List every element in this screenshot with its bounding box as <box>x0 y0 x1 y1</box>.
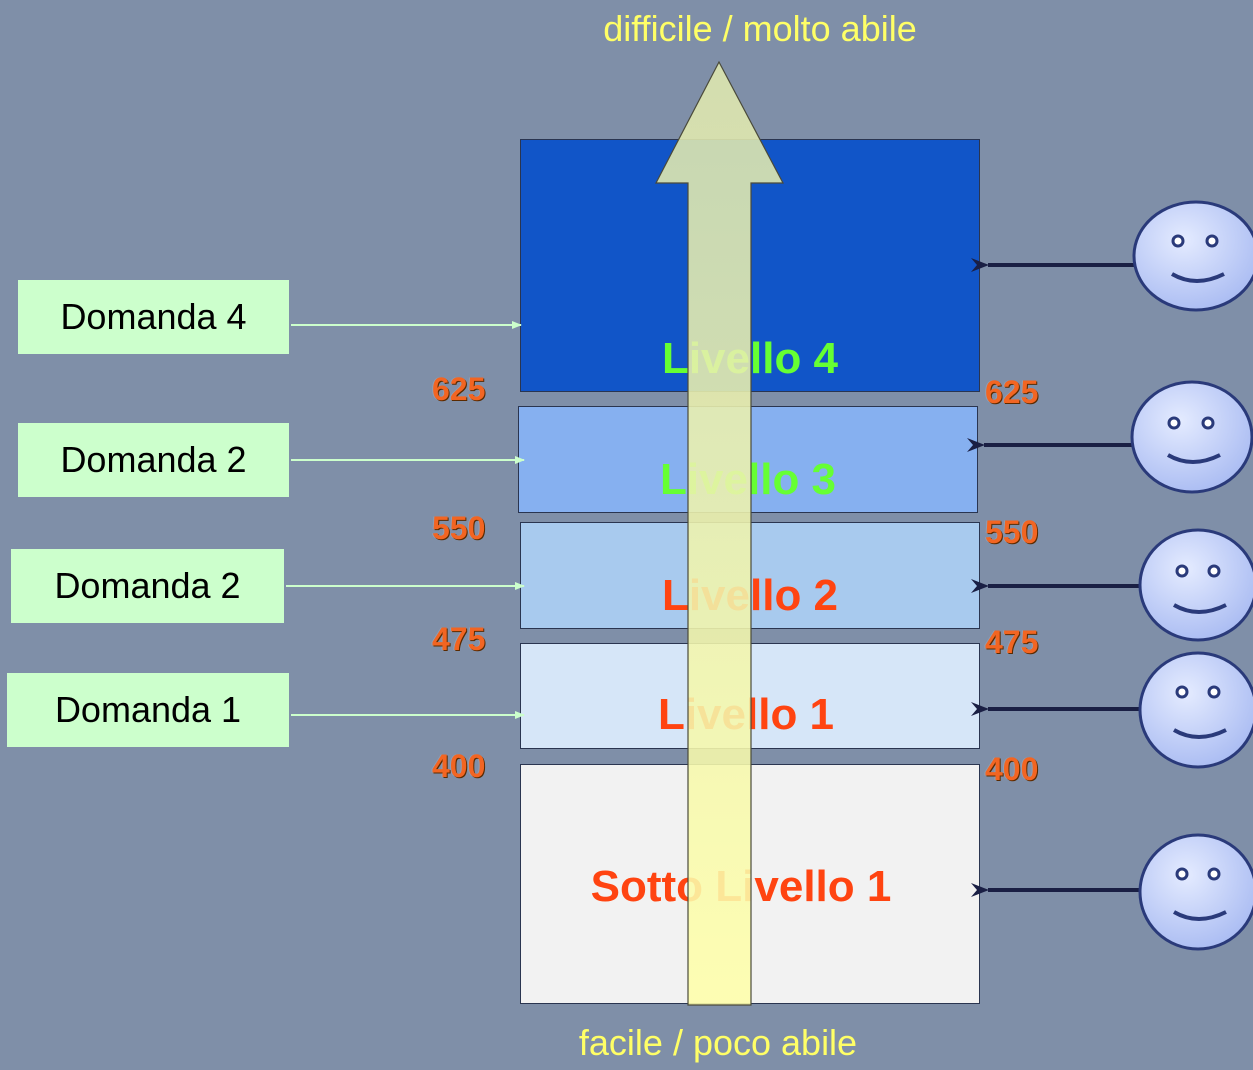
axis-top-label: difficile / molto abile <box>603 8 917 49</box>
threshold-475-right: 475 <box>985 624 1039 660</box>
question-box-2b: Domanda 2 <box>11 549 284 623</box>
threshold-475-left: 475 <box>432 621 486 657</box>
threshold-400-left: 400 <box>432 748 486 784</box>
smiley-icon <box>1130 380 1253 494</box>
smiley-icon <box>1138 833 1253 951</box>
question-box-1: Domanda 1 <box>7 673 289 747</box>
axis-bottom-label: facile / poco abile <box>578 1022 858 1063</box>
threshold-400-right: 400 <box>985 751 1039 787</box>
threshold-550-left: 550 <box>432 510 486 546</box>
threshold-625-right: 625 <box>985 374 1039 410</box>
smiley-icon <box>1138 528 1253 642</box>
question-box-4: Domanda 4 <box>18 280 289 354</box>
question-box-2a: Domanda 2 <box>18 423 289 497</box>
threshold-550-right: 550 <box>985 514 1039 550</box>
smiley-icon <box>1132 200 1253 312</box>
difficulty-arrow <box>655 60 784 1006</box>
smiley-icon <box>1138 651 1253 769</box>
threshold-625-left: 625 <box>432 371 486 407</box>
